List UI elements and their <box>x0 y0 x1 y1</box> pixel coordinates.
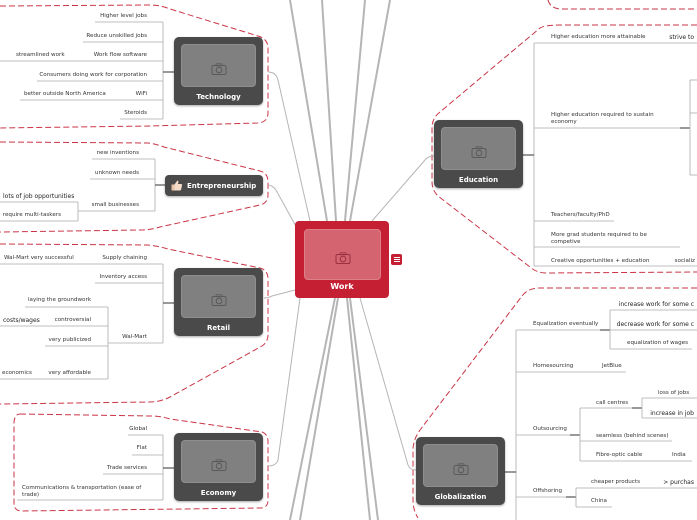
subtopic[interactable]: socializ <box>674 258 695 264</box>
subtopic[interactable]: call centres <box>596 400 629 406</box>
subtopic[interactable]: increase in job <box>649 410 695 417</box>
boundary-education-prev <box>547 0 697 10</box>
subtopic[interactable]: laying the groundwork <box>27 297 91 303</box>
topic-education[interactable]: Education <box>434 120 523 188</box>
image-placeholder <box>181 440 256 483</box>
boundary-entrepreneurship <box>0 141 269 233</box>
subtopic[interactable]: very publicized <box>48 337 91 343</box>
image-placeholder <box>423 444 498 487</box>
topic-label: Technology <box>196 93 241 101</box>
topic-entrepreneurship[interactable]: Entrepreneurship <box>165 175 263 196</box>
topic-label: Globalization <box>434 493 487 501</box>
subtopic[interactable]: require multi-taskers <box>2 212 61 218</box>
subtopic[interactable]: equalization of wages <box>627 340 689 346</box>
camera-icon <box>471 143 487 158</box>
subtopic[interactable]: seamless (behind scenes) <box>596 433 669 439</box>
subtopic[interactable]: unknown needs <box>94 170 139 176</box>
subtopic[interactable]: Higher education required to sustain eco… <box>551 112 654 125</box>
subtopic[interactable]: Wal-Mart very successful <box>4 255 74 261</box>
topic-label: Education <box>458 176 499 184</box>
topic-retail[interactable]: Retail <box>174 268 263 336</box>
subtopic[interactable]: streamlined work <box>16 52 65 58</box>
subtopic[interactable]: economics <box>2 370 32 376</box>
subtopic[interactable]: Inventory access <box>99 274 147 280</box>
boundary-technology <box>0 4 269 129</box>
boundary-education <box>431 24 697 274</box>
subtopic[interactable]: lots of job opportunities <box>2 193 76 200</box>
subtopic[interactable]: Consumers doing work for corporation <box>39 72 147 78</box>
subtopic[interactable]: Homesourcing <box>533 363 574 369</box>
thumbs-up-icon <box>171 180 183 191</box>
topic-label: Retail <box>206 324 230 332</box>
subtopic[interactable]: Work flow software <box>93 52 147 58</box>
subtopic[interactable]: Reduce unskilled jobs <box>86 33 147 39</box>
subtopic[interactable]: Creative opportunities + education <box>551 258 650 264</box>
camera-icon <box>211 291 227 306</box>
camera-icon <box>211 60 227 75</box>
subtopic[interactable]: Supply chaining <box>102 255 147 261</box>
subtopic[interactable]: very affordable <box>48 370 91 376</box>
boundary-economy <box>13 413 269 512</box>
subtopic[interactable]: Flat <box>136 445 147 451</box>
root-topic-work[interactable]: Work <box>295 221 389 298</box>
subtopic[interactable]: India <box>672 452 686 458</box>
subtopic[interactable]: decrease work for some c <box>615 321 695 328</box>
boundary-globalization <box>412 287 697 519</box>
subtopic[interactable]: Global <box>129 426 147 432</box>
subtopic[interactable]: Trade services <box>106 465 147 471</box>
subtopic[interactable]: Outsourcing <box>533 426 567 432</box>
image-placeholder <box>181 275 256 318</box>
subtopic[interactable]: loss of jobs <box>658 390 690 396</box>
topic-technology[interactable]: Technology <box>174 37 263 105</box>
image-placeholder <box>441 127 516 170</box>
subtopic[interactable]: Wal-Mart <box>122 334 147 340</box>
subtopic[interactable]: Communications & transportation (ease of… <box>22 485 142 498</box>
camera-icon <box>211 456 227 471</box>
subtopic[interactable]: costs/wages <box>2 317 41 324</box>
subtopic[interactable]: Fibre-optic cable <box>596 452 643 458</box>
subtopic[interactable]: strive to <box>668 34 695 41</box>
root-label: Work <box>330 282 354 291</box>
subtopic[interactable]: controversial <box>54 317 91 323</box>
camera-icon <box>335 249 351 264</box>
subtopic[interactable]: > purchas <box>662 479 695 486</box>
subtopic[interactable]: WiFi <box>135 91 147 97</box>
subtopic[interactable]: Higher level jobs <box>100 13 147 19</box>
subtopic[interactable]: cheaper products <box>591 479 640 485</box>
subtopic[interactable]: Higher education more attainable <box>551 34 646 40</box>
subtopic[interactable]: Steroids <box>124 110 147 116</box>
subtopic[interactable]: increase work for some c <box>617 301 695 308</box>
topic-label: Entrepreneurship <box>187 181 257 190</box>
subtopic[interactable]: Teachers/faculty/PhD <box>551 212 610 218</box>
root-image-placeholder <box>304 229 381 280</box>
subtopic[interactable]: Offshoring <box>533 488 563 494</box>
subtopic[interactable]: better outside North America <box>24 91 106 97</box>
subtopic[interactable]: new inventions <box>96 150 139 156</box>
subtopic[interactable]: China <box>591 498 607 504</box>
note-icon[interactable] <box>391 254 402 265</box>
topic-economy[interactable]: Economy <box>174 433 263 501</box>
topic-globalization[interactable]: Globalization <box>416 437 505 505</box>
image-placeholder <box>181 44 256 87</box>
topic-label: Economy <box>200 489 237 497</box>
subtopic[interactable]: JetBlue <box>602 363 622 369</box>
camera-icon <box>453 460 469 475</box>
subtopic[interactable]: small businesses <box>91 202 139 208</box>
boundary-retail <box>0 243 269 405</box>
subtopic[interactable]: More grad students required to be compet… <box>551 232 647 245</box>
subtopic[interactable]: Equalization eventually <box>533 321 599 327</box>
